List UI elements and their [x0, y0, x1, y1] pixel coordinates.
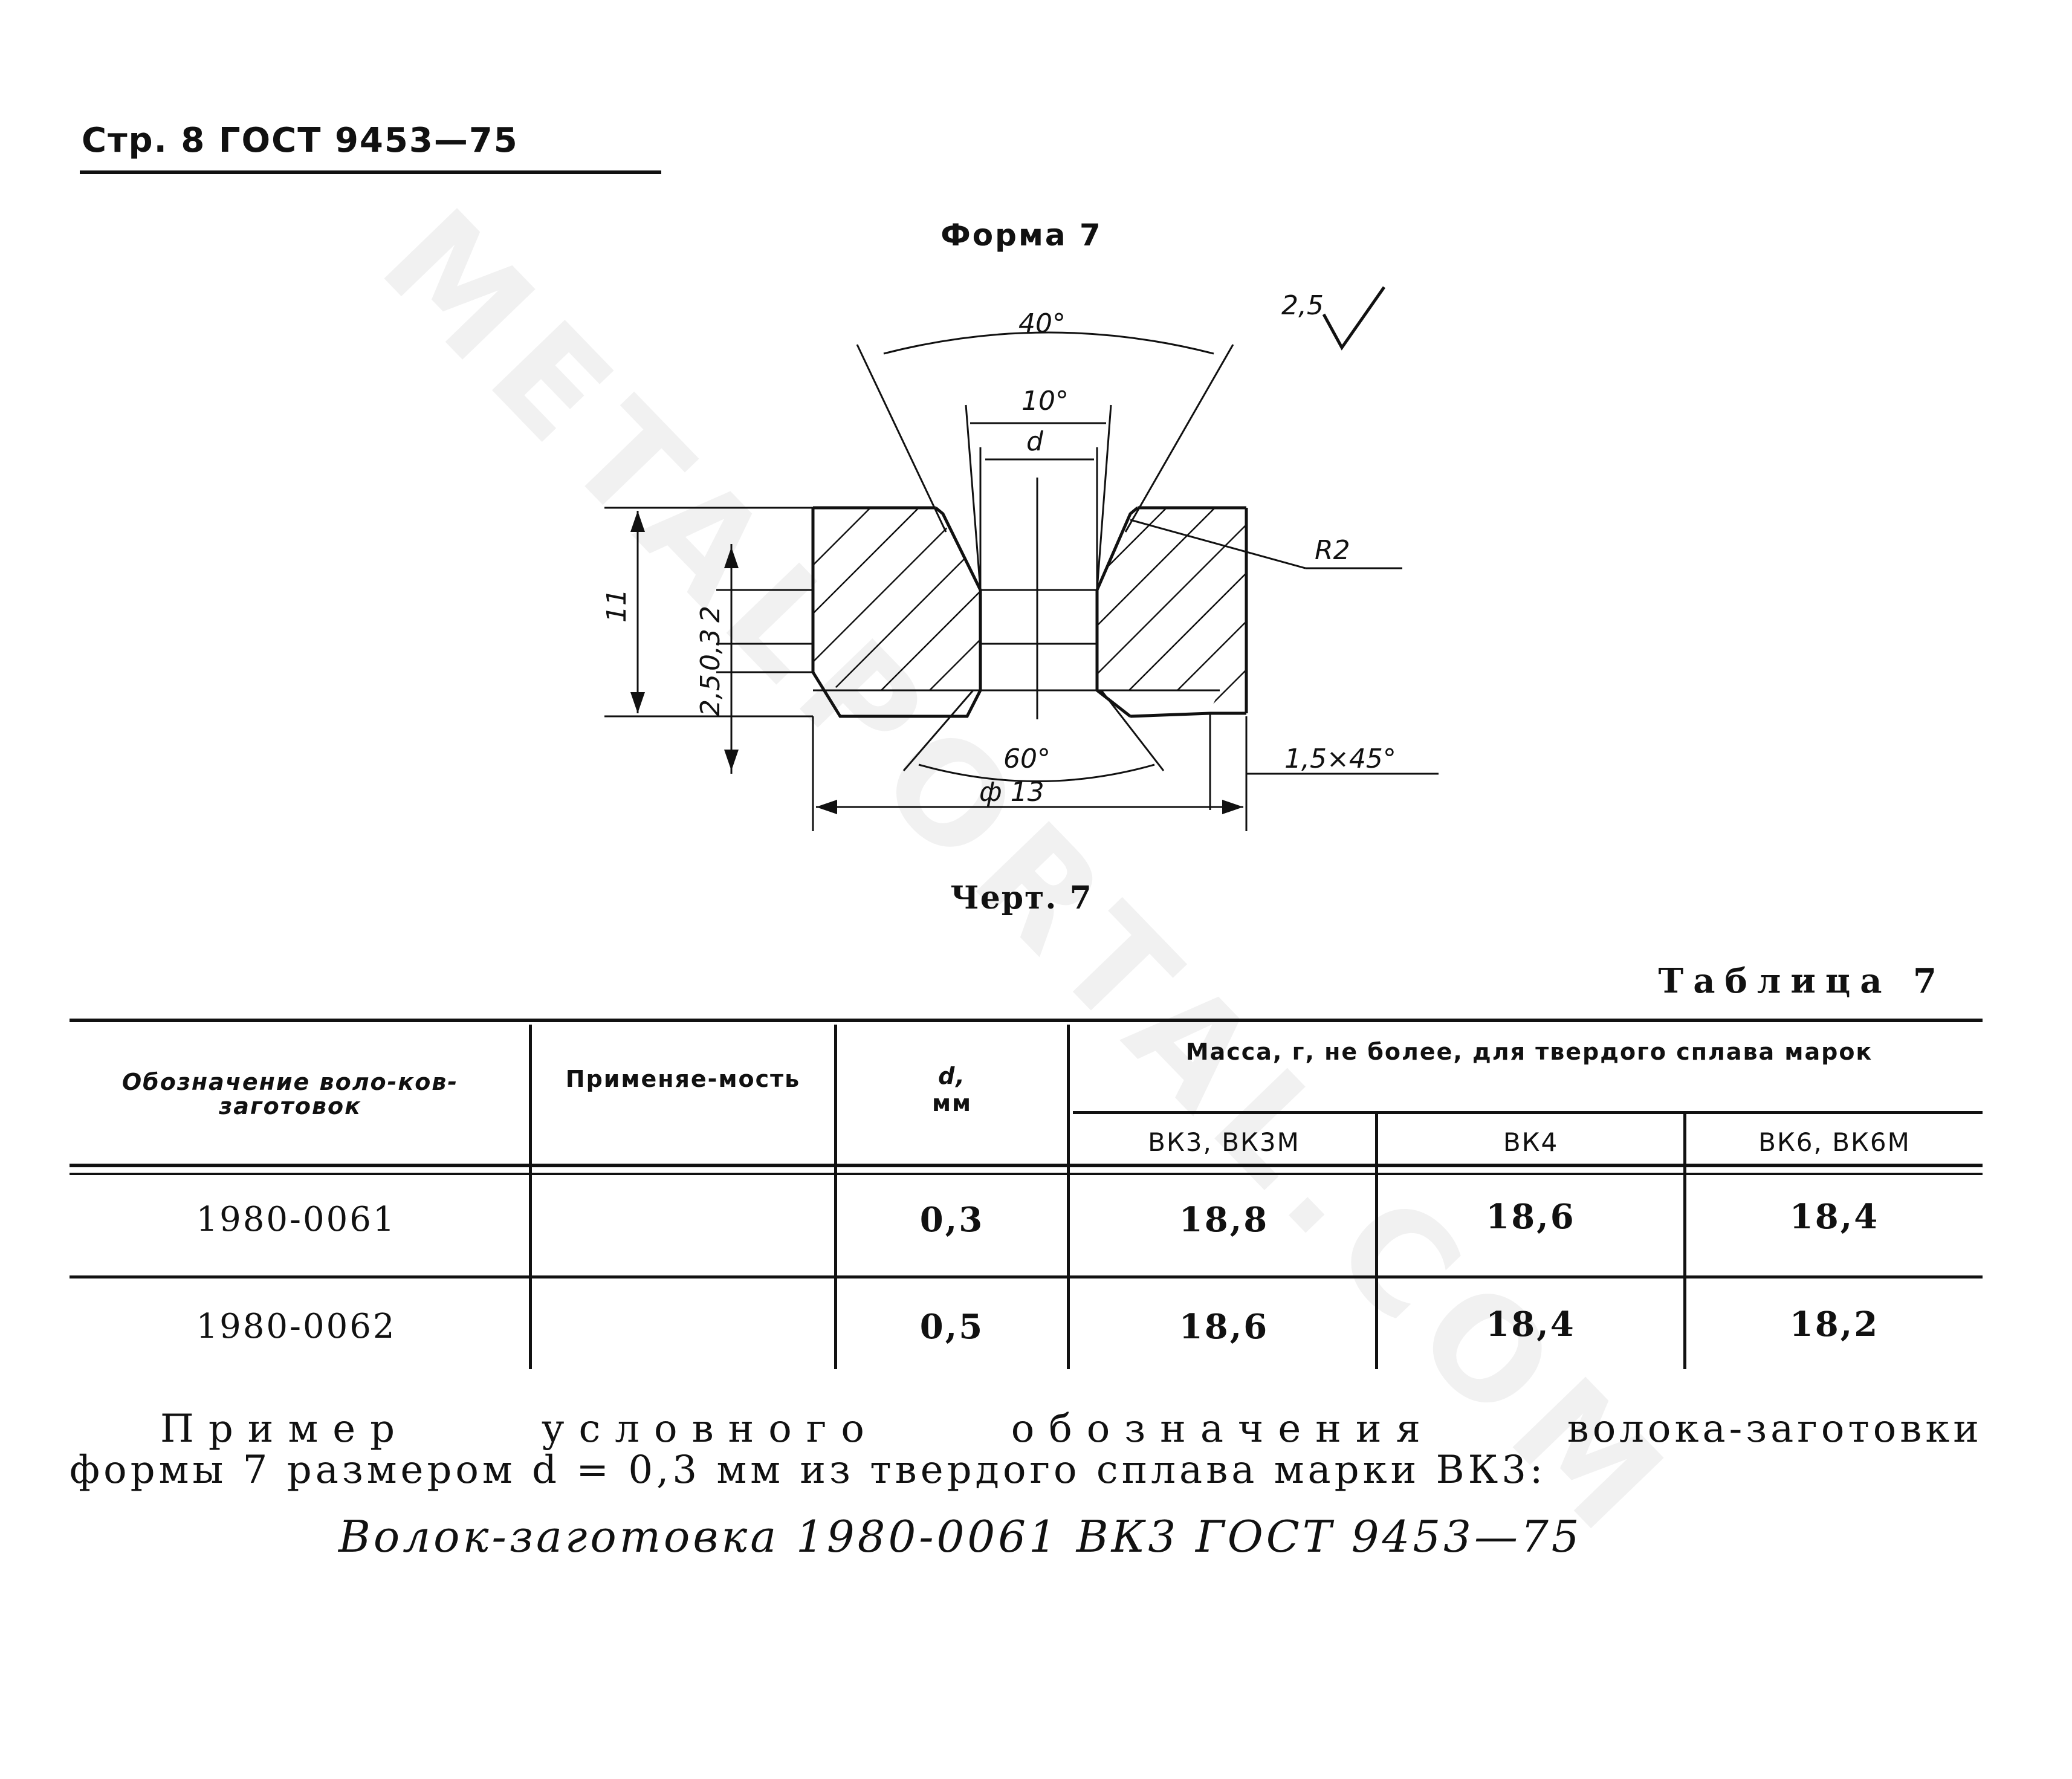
cell-mass-vk4: 18,4 — [1486, 1304, 1576, 1344]
col-divider — [529, 1025, 532, 1369]
table-header-rule — [70, 1164, 1983, 1167]
header-d: d, — [938, 1063, 966, 1089]
hatching-left — [813, 508, 980, 690]
cell-mass-vk4: 18,6 — [1486, 1197, 1576, 1237]
table-header-rule-2 — [70, 1173, 1983, 1175]
cell-d: 0,5 — [919, 1307, 985, 1347]
page-header: Стр. 8 ГОСТ 9453—75 — [82, 121, 519, 160]
example-paragraph: Пример условного обозначения волока-заго… — [70, 1408, 1983, 1491]
roughness-value: 2,5 — [1281, 290, 1324, 321]
example-word: обозначения — [1011, 1407, 1435, 1451]
table-title: Таблица 7 — [1658, 961, 1946, 1001]
col-divider — [834, 1025, 837, 1369]
dimension-lines — [604, 286, 1439, 831]
cell-mass-vk6: 18,4 — [1789, 1197, 1880, 1237]
header-d-unit: мм — [931, 1090, 973, 1116]
example-word: волока-заготовки — [1567, 1407, 1983, 1451]
dim-radius: R2 — [1315, 535, 1350, 566]
table-row-rule — [70, 1275, 1983, 1278]
header-grade-vk6: ВК6, ВК6М — [1758, 1127, 1911, 1157]
header-rule — [80, 170, 661, 174]
dim-03: 0,3 — [695, 629, 726, 671]
section-outline — [811, 478, 1248, 719]
header-designation: Обозначение воло-ков-заготовок — [121, 1069, 459, 1120]
dim-angle-inner: 10° — [1021, 386, 1069, 416]
cell-mass-vk6: 18,2 — [1789, 1304, 1880, 1344]
table-top-rule — [70, 1019, 1983, 1022]
dim-angle-bottom: 60° — [1003, 744, 1051, 774]
col-divider — [1067, 1025, 1070, 1369]
mass-subheader-rule — [1073, 1111, 1983, 1114]
form-title: Форма 7 — [940, 218, 1102, 253]
col-divider — [1683, 1114, 1686, 1369]
example-line-2: формы 7 размером d = 0,3 мм из твердого … — [70, 1448, 1547, 1492]
dim-25: 2,5 — [695, 674, 726, 716]
cell-designation: 1980-0062 — [196, 1307, 397, 1346]
dim-d: d — [1026, 426, 1044, 457]
cell-d: 0,3 — [919, 1200, 985, 1240]
cell-mass-vk3: 18,8 — [1179, 1200, 1269, 1240]
header-grade-vk4: ВК4 — [1503, 1127, 1559, 1157]
example-line-1: Пример условного обозначения волока-заго… — [70, 1408, 1983, 1450]
example-word: условного — [541, 1407, 879, 1451]
dim-2: 2 — [695, 606, 726, 623]
dim-chamfer: 1,5×45° — [1284, 744, 1396, 774]
cell-mass-vk3: 18,6 — [1179, 1307, 1269, 1347]
header-mass: Масса, г, не более, для твердого сплава … — [1185, 1039, 1873, 1065]
dim-height: 11 — [601, 589, 632, 623]
drawing-caption: Черт. 7 — [950, 880, 1093, 916]
example-designation: Волок-заготовка 1980-0061 ВК3 ГОСТ 9453—… — [338, 1511, 1582, 1562]
col-divider — [1375, 1114, 1378, 1369]
dim-diameter: ф 13 — [979, 777, 1044, 808]
header-grade-vk3: ВК3, ВК3М — [1148, 1127, 1300, 1157]
dim-angle-top: 40° — [1018, 308, 1066, 339]
cell-designation: 1980-0061 — [196, 1200, 397, 1239]
example-word: Пример — [160, 1407, 410, 1451]
header-applicability: Применяе-мость — [565, 1066, 801, 1092]
arrowheads — [630, 511, 1243, 814]
